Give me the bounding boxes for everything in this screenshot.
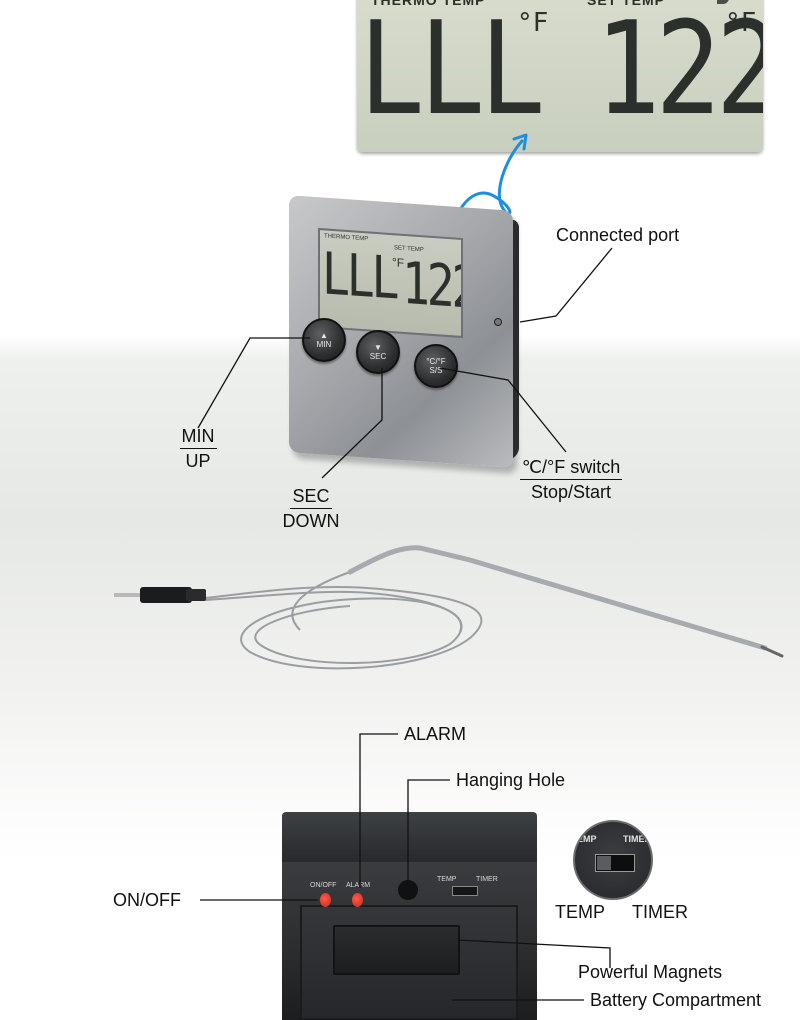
alarm-bell-icon <box>717 0 729 4</box>
sec-down-label: SEC DOWN <box>282 486 340 531</box>
zoom-temp-text: EMP <box>577 834 597 844</box>
powerful-magnets-label: Powerful Magnets <box>578 962 723 982</box>
sec-down-button[interactable]: ▼ SEC <box>356 330 400 374</box>
min-up-button[interactable]: ▲ MIN <box>302 318 346 362</box>
connected-port-jack[interactable] <box>494 318 502 326</box>
back-temp-text: TEMP <box>437 876 457 883</box>
min-up-label: MIN UP <box>179 426 217 471</box>
cf-stop-start-button[interactable]: °C/°F S/S <box>414 344 458 388</box>
zoom-timer-text: TIMER <box>623 834 651 844</box>
up-triangle-icon: ▲ <box>320 330 328 340</box>
probe-and-cable <box>114 545 784 670</box>
back-alarm-text: ALARM <box>346 882 371 889</box>
battery-compartment-label: Battery Compartment <box>590 990 762 1010</box>
back-on-off-text: ON/OFF <box>310 882 337 889</box>
temp-label: TEMP <box>555 902 606 922</box>
hanging-hole-label: Hanging Hole <box>456 770 566 790</box>
alarm-switch[interactable] <box>352 893 363 907</box>
alarm-label: ALARM <box>404 724 467 744</box>
thermo-unit: °F <box>517 8 549 38</box>
thermo-temp-value: LLL <box>359 0 545 144</box>
on-off-label: ON/OFF <box>113 890 181 910</box>
front-leader-lines <box>197 247 613 479</box>
set-temp-value: 122 <box>595 0 763 144</box>
thermo-temp-label: THERMO TEMP <box>371 0 486 8</box>
down-triangle-icon: ▼ <box>374 342 382 352</box>
set-temp-label: SET TEMP <box>587 0 666 8</box>
set-unit: °F <box>725 8 757 38</box>
back-timer-text: TIMER <box>476 876 498 883</box>
connected-port-label: Connected port <box>556 225 680 245</box>
switch-zoom-circle: EMP TIMER <box>573 820 653 900</box>
temp-timer-switch[interactable] <box>452 886 478 896</box>
magnet-panel <box>333 925 460 975</box>
hanging-hole <box>398 880 418 900</box>
lcd-zoom-display: THERMO TEMP SET TEMP LLL °F 122 °F <box>357 0 763 152</box>
device-back-top <box>282 812 537 868</box>
back-leader-lines <box>200 733 611 1001</box>
zoom-switch-knob <box>597 856 611 870</box>
cf-switch-label: ℃/°F switch Stop/Start <box>519 457 623 502</box>
timer-label: TIMER <box>632 902 688 922</box>
on-off-switch[interactable] <box>320 893 331 907</box>
